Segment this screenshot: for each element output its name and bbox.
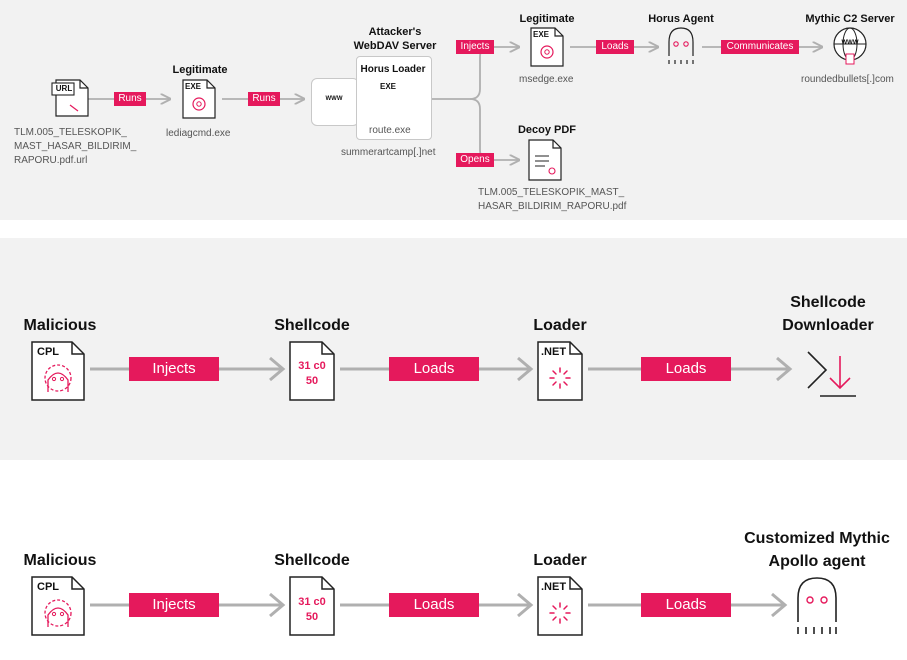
c2-globe-label: WWW bbox=[841, 40, 859, 46]
shellcode-title-3: Shellcode bbox=[274, 552, 350, 569]
webdav-title-line-2: WebDAV Server bbox=[353, 40, 437, 52]
horus-loader-title: Horus Loader bbox=[360, 64, 426, 75]
url-file-name-line-3: RAPORU.pdf.url bbox=[14, 155, 88, 166]
url-badge: URL bbox=[55, 84, 73, 93]
shellcode-file-icon-2 bbox=[289, 341, 335, 401]
apollo-title-line-2: Apollo agent bbox=[768, 553, 866, 570]
horus-agent-ghost-icon bbox=[668, 27, 694, 64]
loads-label-3a: Loads bbox=[389, 593, 479, 617]
decoy-title: Decoy PDF bbox=[517, 124, 577, 136]
url-file-name-line-1: TLM.005_TELESKOPIK_ bbox=[14, 127, 127, 138]
runs-label-1: Runs bbox=[114, 92, 146, 106]
injects-label-1: Injects bbox=[456, 40, 494, 54]
msedge-name: msedge.exe bbox=[519, 74, 574, 85]
shellcode-file-icon-3 bbox=[289, 576, 335, 636]
loads-label-panel-1: Loads bbox=[596, 40, 634, 54]
shellcode-bytes-2-line-1: 31 c0 bbox=[298, 360, 326, 372]
malicious-title-2: Malicious bbox=[23, 317, 97, 334]
dotnet-file-icon-2 bbox=[537, 341, 583, 401]
decoy-name-line-2: HASAR_BILDIRIM_RAPORU.pdf bbox=[478, 201, 627, 212]
loads-label-3b: Loads bbox=[641, 593, 731, 617]
loader-title-2: Loader bbox=[533, 317, 587, 334]
exe-file-icon-msedge bbox=[530, 27, 564, 67]
shellcode-bytes-3-line-2: 50 bbox=[305, 611, 319, 623]
dotnet-badge-2: .NET bbox=[541, 346, 567, 358]
c2-globe-icon bbox=[833, 27, 867, 65]
infection-chain-panel-1 bbox=[0, 0, 907, 220]
cpl-file-icon-2 bbox=[31, 341, 85, 401]
horus-agent-title: Horus Agent bbox=[648, 13, 714, 25]
opens-label: Opens bbox=[456, 153, 494, 167]
shellcode-downloader-icon bbox=[807, 351, 856, 397]
shellcode-bytes-3-line-1: 31 c0 bbox=[298, 596, 326, 608]
shellcode-bytes-2-line-2: 50 bbox=[305, 375, 319, 387]
apollo-agent-ghost-icon bbox=[797, 577, 837, 634]
legitimate-title-2: Legitimate bbox=[519, 13, 575, 25]
malicious-title-3: Malicious bbox=[23, 552, 97, 569]
legitimate-title-1: Legitimate bbox=[172, 64, 228, 76]
cpl-badge-2: CPL bbox=[37, 346, 59, 358]
route-exe-name: route.exe bbox=[369, 125, 411, 136]
loader-title-3: Loader bbox=[533, 552, 587, 569]
c2-domain: roundedbullets[.]com bbox=[801, 74, 894, 85]
c2-title: Mythic C2 Server bbox=[805, 13, 895, 25]
shellcode-title-2: Shellcode bbox=[274, 317, 350, 334]
exe-file-icon-lediagcmd bbox=[182, 79, 216, 119]
url-file-name-line-2: MAST_HASAR_BILDIRIM_ bbox=[14, 141, 137, 152]
loads-label-2b: Loads bbox=[641, 357, 731, 381]
runs-label-2: Runs bbox=[248, 92, 280, 106]
lediagcmd-name: lediagcmd.exe bbox=[166, 128, 231, 139]
webdav-domain: summerartcamp[.]net bbox=[341, 147, 436, 158]
webdav-globe-label: WWW bbox=[325, 96, 343, 102]
downloader-title-line-2: Downloader bbox=[782, 317, 874, 334]
injects-label-2: Injects bbox=[129, 357, 219, 381]
horus-loader-box bbox=[356, 56, 432, 140]
communicates-label: Communicates bbox=[721, 40, 799, 54]
exe-badge-msedge: EXE bbox=[533, 30, 550, 39]
exe-badge-route: EXE bbox=[380, 82, 397, 91]
injects-label-3: Injects bbox=[129, 593, 219, 617]
exe-badge-1: EXE bbox=[185, 82, 202, 91]
downloader-title-line-1: Shellcode bbox=[790, 294, 866, 311]
cpl-badge-3: CPL bbox=[37, 581, 59, 593]
apollo-title-line-1: Customized Mythic bbox=[744, 530, 890, 547]
loads-label-2a: Loads bbox=[389, 357, 479, 381]
dotnet-badge-3: .NET bbox=[541, 581, 567, 593]
decoy-name-line-1: TLM.005_TELESKOPIK_MAST_ bbox=[478, 187, 625, 198]
webdav-title-line-1: Attacker's bbox=[368, 26, 422, 38]
cpl-file-icon-3 bbox=[31, 576, 85, 636]
infection-chain-panel-2 bbox=[0, 238, 907, 460]
dotnet-file-icon-3 bbox=[537, 576, 583, 636]
decoy-pdf-icon bbox=[528, 139, 562, 181]
url-file-icon bbox=[51, 79, 89, 117]
